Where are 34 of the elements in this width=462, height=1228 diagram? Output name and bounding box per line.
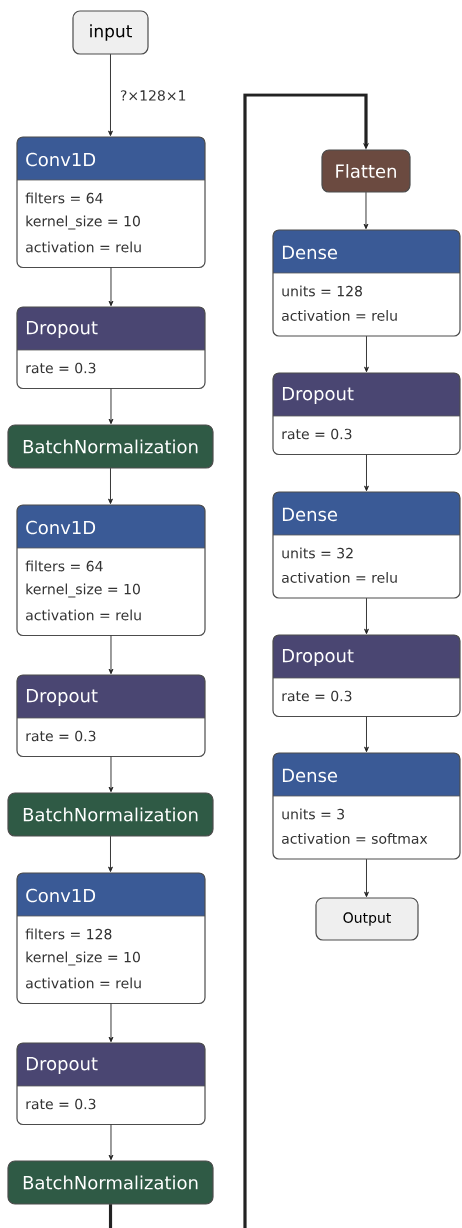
- arrow: [108, 756, 114, 793]
- layer-box: Dropout rate = 0.3: [272, 372, 461, 456]
- layer-box: Conv1D filters = 64 kernel_size = 10 activation = relu: [16, 504, 206, 637]
- arrow: [108, 835, 113, 873]
- layer-box: Flatten: [321, 149, 411, 193]
- layer-box: Dropout rate = 0.3: [272, 634, 461, 718]
- layer-box: Dense units = 3 activation = softmax: [272, 752, 461, 860]
- arrow: [108, 267, 114, 307]
- edge-label: ?×128×1: [118, 89, 188, 102]
- arrow: [108, 635, 114, 675]
- arrow: [364, 858, 369, 898]
- arrow: [108, 467, 113, 505]
- arrow: [364, 597, 369, 635]
- layer-box: Dropout rate = 0.3: [16, 1042, 206, 1126]
- layer-box: Dropout rate = 0.3: [16, 306, 206, 390]
- arrow: [108, 53, 113, 137]
- layer-box: Output: [315, 897, 419, 941]
- layer-box: Dropout rate = 0.3: [16, 674, 206, 758]
- arrow: [108, 93, 370, 1228]
- arrow: [108, 1003, 114, 1043]
- layer-box: input: [72, 10, 149, 55]
- arrow: [364, 454, 369, 492]
- layer-box: BatchNormalization: [7, 792, 214, 837]
- arrow: [363, 191, 369, 230]
- layer-box: Dense units = 32 activation = relu: [272, 491, 461, 599]
- arrow: [364, 716, 369, 753]
- arrow: [108, 388, 114, 425]
- layer-box: BatchNormalization: [7, 424, 214, 469]
- arrow: [108, 1124, 114, 1161]
- layer-box: BatchNormalization: [7, 1160, 214, 1205]
- layer-box: Dense units = 128 activation = relu: [272, 229, 461, 337]
- layer-box: Conv1D filters = 128 kernel_size = 10 activation = relu: [16, 872, 206, 1005]
- layer-box: Conv1D filters = 64 kernel_size = 10 activation = relu: [16, 136, 206, 269]
- arrow: [364, 335, 369, 373]
